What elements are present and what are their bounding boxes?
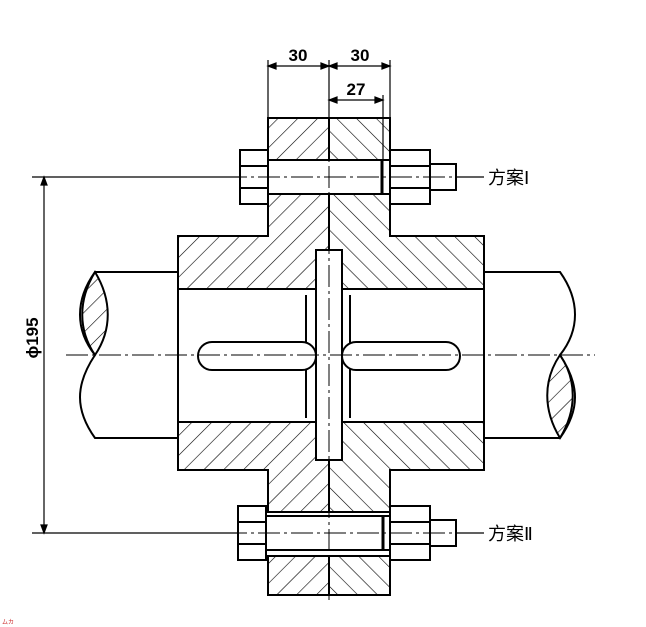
right-shaft-break-section [546,353,574,440]
left-half-coupling [177,117,330,596]
label-scheme-2: 方案Ⅱ [488,524,533,545]
scheme-leaders [456,176,484,534]
dimension-lines [32,60,392,535]
corner-mark: ムカ [2,619,14,626]
right-half-coupling [328,117,485,596]
keyways [197,341,461,371]
dim-right-flange-width: 30 [351,46,370,65]
left-keyway [197,341,317,371]
dim-bolt-circle-diameter: ϕ195 [23,317,42,358]
right-shaft [484,271,576,440]
center-lines [66,100,595,600]
dim-spigot-depth: 27 [347,80,366,99]
label-scheme-1: 方案Ⅰ [488,168,529,189]
dim-left-flange-width: 30 [289,46,308,65]
right-keyway [341,341,461,371]
